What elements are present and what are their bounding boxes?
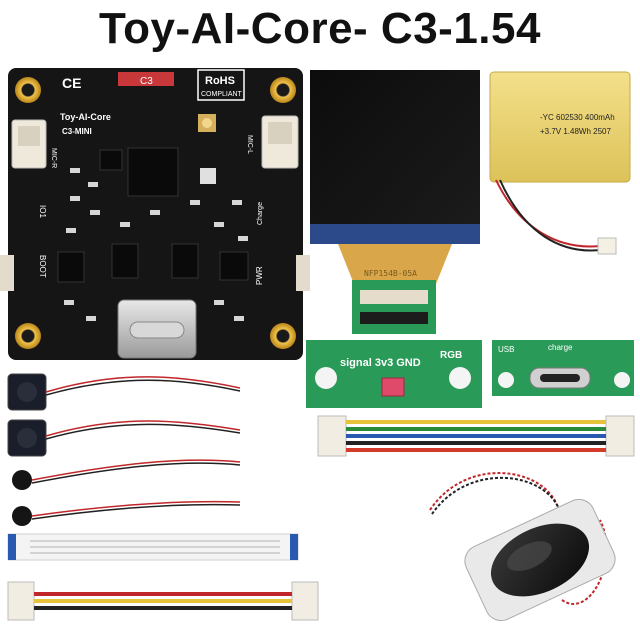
mount-hole: [15, 77, 41, 103]
rgb-board: signal 3v3 GND RGB: [306, 340, 482, 408]
board-model: C3-MINI: [62, 127, 92, 136]
charge-board-label: charge: [548, 343, 573, 352]
board-name: Toy-AI-Core: [60, 112, 111, 122]
pwr-label: PWR: [255, 266, 264, 285]
chip: [111, 243, 139, 279]
battery-spec-1: -YC 602530 400mAh: [540, 113, 615, 122]
battery-wire-black: [499, 179, 601, 252]
battery-pack: [489, 71, 631, 183]
tactile-button: [7, 373, 241, 411]
battery-spec-2: +3.7V 1.48Wh 2507: [540, 127, 611, 136]
fpc-adapter: [352, 280, 436, 334]
boot-label: BOOT: [38, 255, 47, 278]
rgb-pin-labels: signal 3v3 GND: [340, 357, 421, 369]
main-chip: [127, 147, 179, 197]
lcd-screen: [310, 70, 480, 244]
lipo-battery: -YC 602530 400mAh +3.7V 1.48Wh 2507: [489, 71, 631, 255]
rgb-label: RGB: [440, 350, 462, 361]
boot-button-side: [0, 255, 14, 291]
microphone: [12, 459, 241, 490]
mic-r-connector: [11, 119, 47, 169]
red-resistor: [118, 72, 174, 86]
mic-l-label: MIC-L: [246, 135, 253, 154]
rainbow-cable: [317, 415, 635, 457]
rohs-compliant: COMPLIANT: [201, 91, 243, 98]
mic-l-connector: [261, 115, 299, 169]
rohs-mark: RoHS: [205, 75, 235, 87]
cable-connector: [605, 415, 635, 457]
mount-hole: [15, 323, 41, 349]
usb-charge-board: USB charge: [492, 340, 634, 396]
flex-label: NFP154B-05A: [364, 269, 417, 278]
display-flex-cable: [338, 244, 452, 284]
jst-cable: [7, 581, 319, 621]
rohs-box: [197, 69, 245, 101]
led: [200, 168, 216, 184]
microphone: [12, 500, 241, 526]
chip: [219, 251, 249, 281]
mount-hole: [270, 323, 296, 349]
lcd-frame: [310, 224, 480, 244]
cable-connector: [317, 415, 347, 457]
product-title: Toy-AI-Core- C3-1.54: [99, 4, 541, 53]
ffc-cable: [7, 533, 299, 561]
chip: [57, 251, 85, 283]
lcd-display: NFP154B-05A: [310, 70, 480, 334]
charge-label: Charge: [257, 202, 264, 225]
passive-components: [64, 168, 248, 321]
main-board: CE C3 RoHS COMPLIANT Toy-AI-Core C3-MINI…: [0, 68, 310, 360]
rgb-led: [381, 377, 405, 397]
chip: [171, 243, 199, 279]
battery-plug: [597, 237, 617, 255]
ce-mark: CE: [62, 75, 81, 91]
c3-label: C3: [140, 76, 153, 87]
mount-hole: [270, 77, 296, 103]
speaker: [429, 472, 616, 622]
battery-wire-red: [495, 179, 601, 248]
pwr-button-side: [296, 255, 310, 291]
chip: [99, 149, 123, 171]
tactile-button: [7, 419, 241, 457]
mic-r-label: MIC-R: [50, 148, 57, 168]
usb-label: USB: [498, 345, 514, 354]
io-label: IO1: [38, 205, 47, 218]
